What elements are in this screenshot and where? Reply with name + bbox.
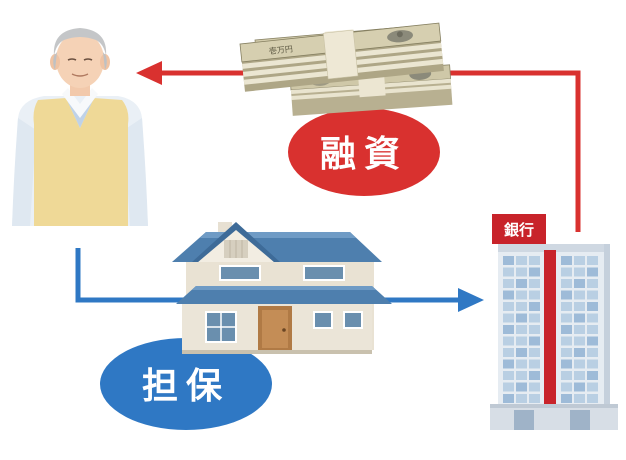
bank-window xyxy=(529,302,540,311)
bank-building-icon: 銀行 xyxy=(490,214,618,430)
bank-window xyxy=(516,348,527,357)
bank-window xyxy=(574,256,585,265)
bank-window xyxy=(503,256,514,265)
bank-window xyxy=(587,371,598,380)
bank-window xyxy=(503,325,514,334)
bank-window xyxy=(503,279,514,288)
bank-window xyxy=(587,394,598,403)
bank-window xyxy=(503,267,514,277)
money-stack-icon: 壱万円 壱万円 xyxy=(239,22,453,116)
bank-window xyxy=(574,394,585,403)
bank-window xyxy=(529,267,540,277)
bank-window xyxy=(529,336,540,346)
bank-window xyxy=(587,267,598,277)
bank-window xyxy=(561,336,572,346)
bank-window xyxy=(516,313,527,323)
bank-window xyxy=(587,313,598,323)
bank-window xyxy=(561,359,572,369)
bank-window xyxy=(574,267,585,277)
bank-window xyxy=(587,279,598,288)
bank-window xyxy=(503,371,514,380)
bank-window xyxy=(587,382,598,392)
bank-window xyxy=(587,256,598,265)
bank-sign-text: 銀行 xyxy=(504,221,534,239)
bank-window xyxy=(587,290,598,300)
house-icon xyxy=(172,222,392,354)
bank-window xyxy=(503,348,514,357)
bank-window xyxy=(529,290,540,300)
bank-window xyxy=(529,371,540,380)
bank-window xyxy=(561,279,572,288)
bank-window xyxy=(561,394,572,403)
bank-window xyxy=(561,256,572,265)
bank-window xyxy=(587,336,598,346)
collateral-label: 担保 xyxy=(100,338,272,430)
bank-window xyxy=(529,256,540,265)
bank-window xyxy=(516,290,527,300)
bank-window xyxy=(503,382,514,392)
bank-window xyxy=(529,359,540,369)
bank-window xyxy=(587,359,598,369)
bank-window xyxy=(574,302,585,311)
bank-window xyxy=(561,371,572,380)
bank-window xyxy=(503,336,514,346)
bank-window xyxy=(516,325,527,334)
bank-window xyxy=(561,313,572,323)
bank-window xyxy=(516,279,527,288)
bank-window xyxy=(516,336,527,346)
bank-window xyxy=(561,325,572,334)
bank-window xyxy=(516,256,527,265)
collateral-label-text: 担保 xyxy=(142,366,230,407)
bank-window xyxy=(529,279,540,288)
bank-window xyxy=(529,325,540,334)
bank-window xyxy=(516,382,527,392)
bank-window xyxy=(529,394,540,403)
bank-window xyxy=(503,302,514,311)
bank-window xyxy=(587,325,598,334)
bank-window xyxy=(574,336,585,346)
bank-window xyxy=(516,359,527,369)
bank-window xyxy=(516,394,527,403)
bank-window xyxy=(516,267,527,277)
bank-window xyxy=(574,290,585,300)
bank-window xyxy=(574,313,585,323)
bank-window xyxy=(503,359,514,369)
bank-window xyxy=(574,359,585,369)
bank-window xyxy=(503,394,514,403)
bank-window xyxy=(561,382,572,392)
bank-window xyxy=(587,348,598,357)
bank-window xyxy=(574,348,585,357)
bank-window xyxy=(574,279,585,288)
bank-window xyxy=(516,371,527,380)
bank-window xyxy=(574,382,585,392)
loan-label: 融資 xyxy=(288,108,440,196)
bank-window xyxy=(574,371,585,380)
bank-window xyxy=(561,348,572,357)
bank-window xyxy=(516,302,527,311)
bank-window xyxy=(561,267,572,277)
bank-window xyxy=(561,290,572,300)
bank-window xyxy=(529,348,540,357)
loan-label-text: 融資 xyxy=(320,134,408,175)
bank-window xyxy=(529,382,540,392)
bank-window xyxy=(503,290,514,300)
elderly-man-icon xyxy=(12,28,148,226)
svg-text:壱万円: 壱万円 xyxy=(268,44,293,56)
bank-window xyxy=(503,313,514,323)
bank-window xyxy=(574,325,585,334)
bank-window xyxy=(529,313,540,323)
bank-window xyxy=(561,302,572,311)
bank-window xyxy=(587,302,598,311)
